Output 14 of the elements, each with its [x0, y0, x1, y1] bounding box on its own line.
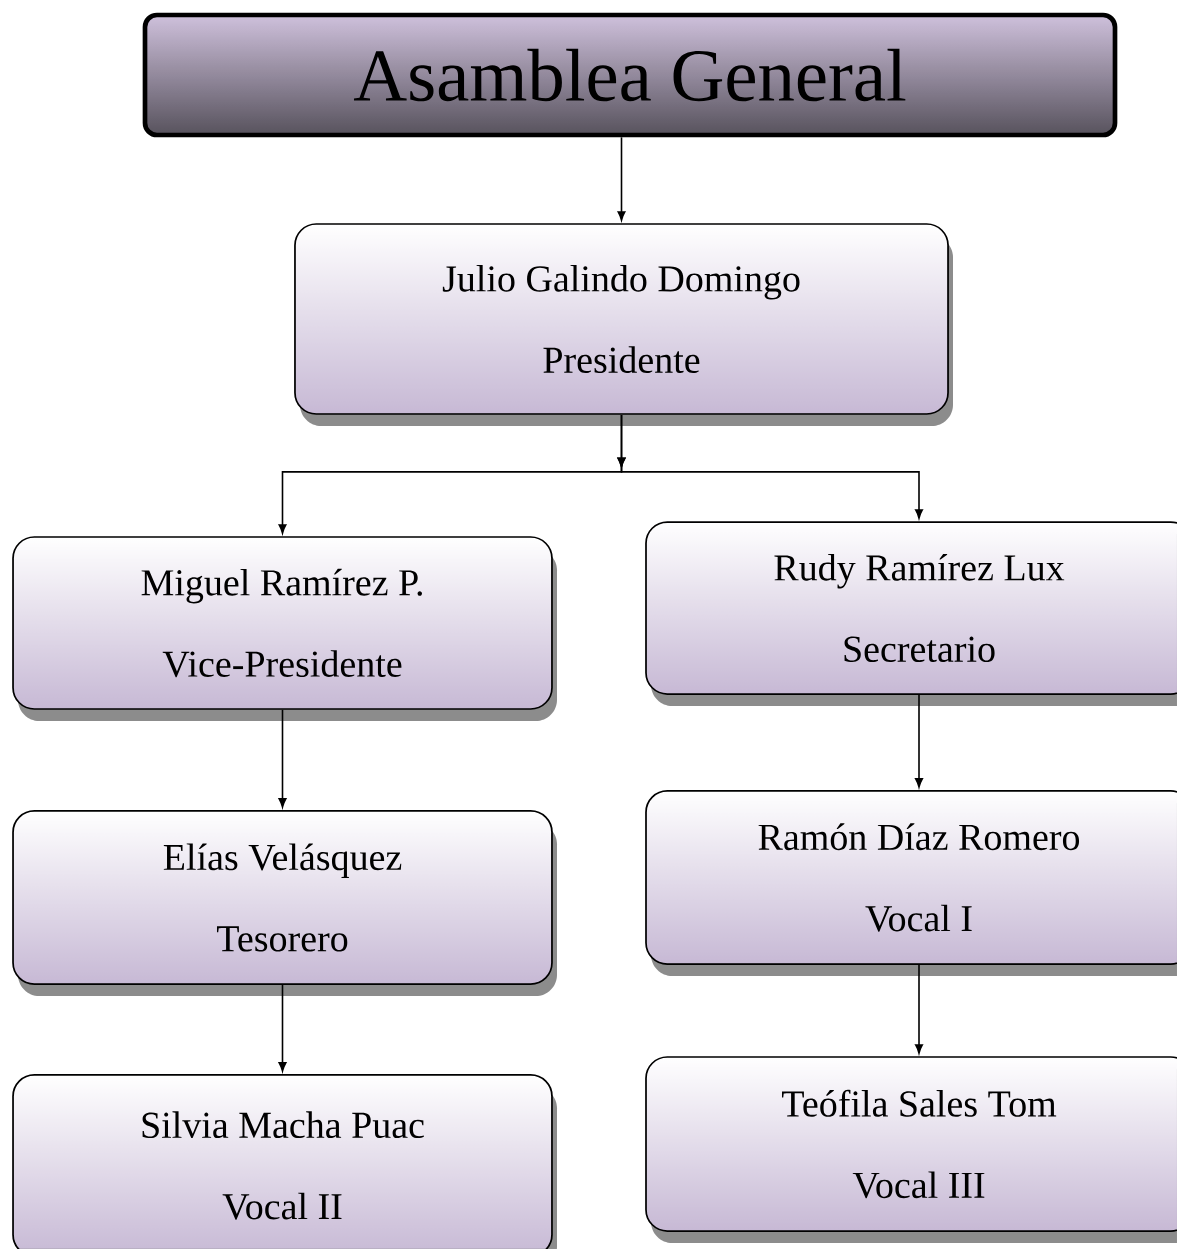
arrow: [617, 136, 626, 221]
org-box: Julio Galindo Domingo Presidente: [294, 223, 953, 426]
org-box: Rudy Ramírez Lux Secretario: [645, 521, 1177, 706]
org-box: Silvia Macha Puac Vocal II: [12, 1074, 557, 1249]
arrow: [278, 709, 287, 808]
arrow: [914, 964, 924, 1054]
org-box: Teófila Sales Tom Vocal III: [645, 1056, 1177, 1243]
org-box: Ramón Díaz Romero Vocal I: [645, 790, 1177, 976]
org-box: Elías Velásquez Tesorero: [12, 810, 557, 996]
org-box: Asamblea General: [142, 12, 1118, 138]
arrow: [278, 984, 287, 1072]
arrow: [617, 414, 924, 519]
arrow: [914, 694, 924, 788]
org-box: Miguel Ramírez P. Vice-Presidente: [12, 536, 557, 721]
